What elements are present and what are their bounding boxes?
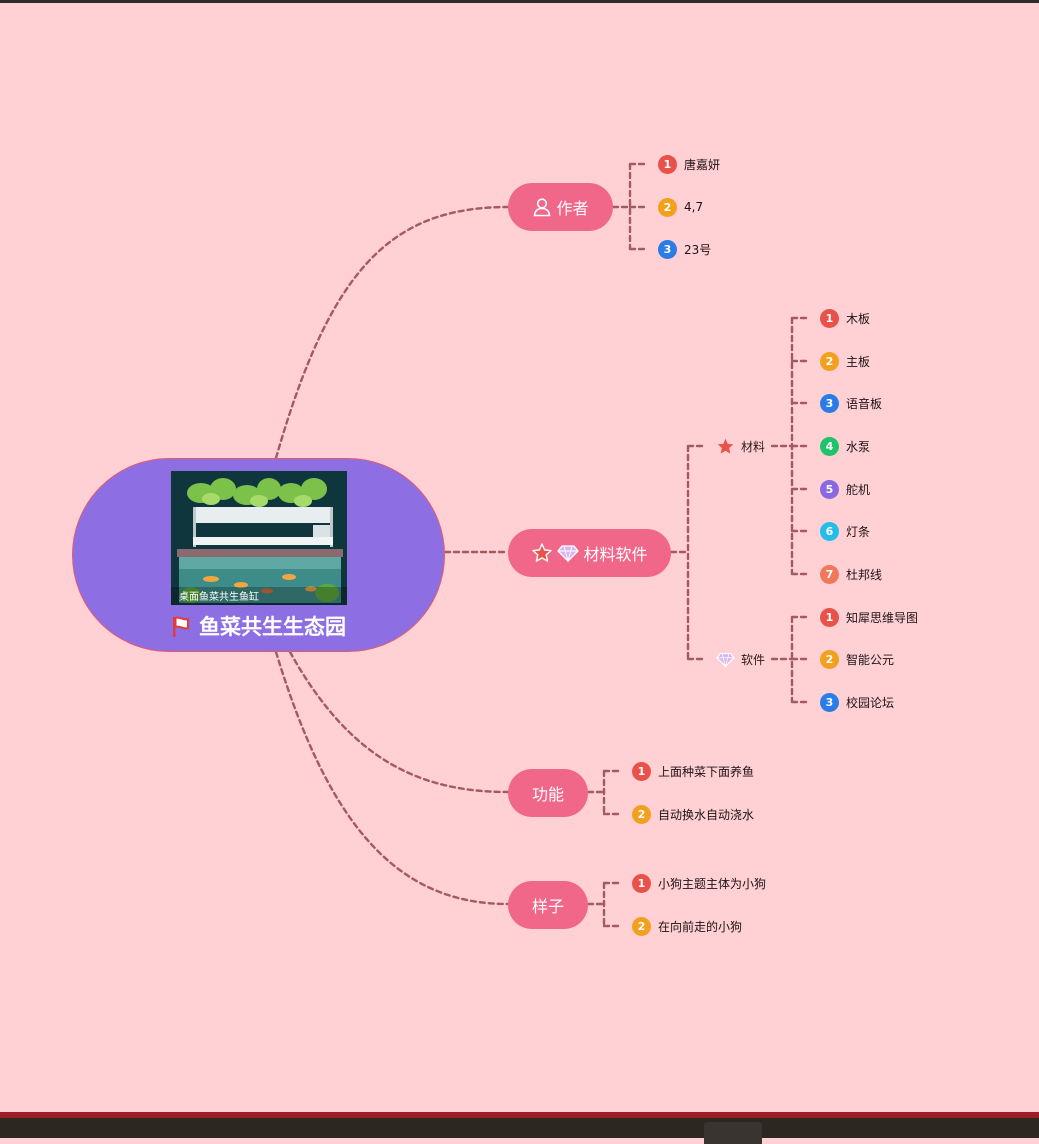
branch-author[interactable]: 作者 [508, 183, 613, 231]
connector-material-leaves [770, 316, 812, 576]
subgroup-software-label: 软件 [741, 652, 766, 667]
branch-style-label: 样子 [531, 897, 564, 916]
branch-materials-software[interactable]: 材料软件 [508, 529, 671, 577]
connector-root-style [274, 650, 510, 906]
subgroup-software[interactable]: 软件 [716, 647, 765, 671]
subgroup-materials[interactable]: 材料 [716, 434, 765, 458]
root-title: 鱼菜共生生态园 [199, 615, 346, 639]
diamond-icon [716, 651, 735, 668]
connector-function-leaves [586, 769, 624, 816]
taskbar-app-button[interactable] [704, 1122, 762, 1144]
user-icon [532, 197, 552, 217]
connector-materials-subgroups [669, 444, 708, 661]
branch-style[interactable]: 样子 [508, 881, 588, 929]
connector-software-leaves [770, 615, 812, 704]
window-top-border [0, 0, 1039, 3]
root-node[interactable]: 桌面鱼菜共生鱼缸 鱼菜共生生态园 [72, 458, 445, 652]
branch-function[interactable]: 功能 [508, 769, 588, 817]
diamond-icon [557, 543, 580, 563]
image-caption: 桌面鱼菜共生鱼缸 [179, 592, 259, 603]
star-icon [531, 542, 553, 564]
red-flag-icon [171, 616, 191, 645]
branch-author-label: 作者 [556, 199, 589, 218]
taskbar [0, 1112, 1039, 1144]
root-title-row: 鱼菜共生生态园 [73, 613, 444, 645]
branch-function-label: 功能 [531, 785, 564, 804]
connector-root-author [274, 205, 510, 460]
connector-root-function [288, 650, 510, 794]
connector-author-leaves [611, 162, 650, 251]
branch-materials-software-label: 材料软件 [583, 545, 648, 564]
star-icon [716, 437, 735, 456]
connector-style-leaves [586, 881, 624, 928]
aquaponics-photo: 桌面鱼菜共生鱼缸 [171, 471, 347, 605]
subgroup-materials-label: 材料 [741, 439, 766, 454]
